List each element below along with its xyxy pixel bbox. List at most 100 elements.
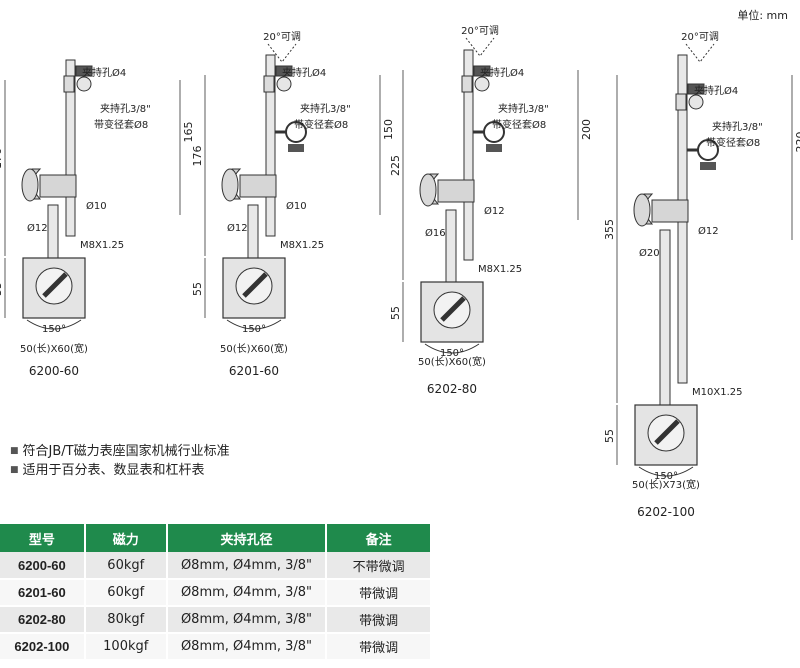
height-upper-label: 220 — [794, 132, 800, 153]
thread-label: M8X1.25 — [280, 240, 324, 251]
rotation-label: 150° — [42, 324, 66, 335]
clamp-hole-38-label: 夹持孔3/8" — [712, 120, 763, 133]
rod-diameter-label: Ø10 — [86, 200, 107, 212]
base-rod-diameter-label: Ø12 — [27, 222, 48, 234]
base-rod — [445, 209, 457, 283]
thumb-wheel-icon — [221, 168, 239, 202]
holder-clamp-icon — [76, 76, 92, 92]
thread-label: M8X1.25 — [478, 264, 522, 275]
cell-model: 6202-100 — [0, 633, 86, 661]
rotation-arc — [424, 343, 480, 354]
base-height-label: 55 — [191, 282, 204, 296]
clamp-hole-label: 夹持孔Ø4 — [282, 66, 326, 79]
fine-adjust-knob-icon — [700, 162, 716, 170]
switch-lever-icon — [440, 296, 466, 322]
thumb-wheel-icon — [633, 193, 651, 227]
knurled-bolt-icon — [75, 65, 93, 77]
cell-clamp: Ø8mm, Ø4mm, 3/8" — [166, 552, 328, 580]
knurled-bolt-icon — [275, 65, 293, 77]
height-upper-label: 165 — [182, 122, 195, 143]
switch-lever-icon — [654, 419, 680, 445]
angle-indicator — [685, 43, 715, 63]
base-rod-diameter-label: Ø16 — [425, 227, 446, 239]
holder-clamp-icon — [688, 94, 704, 110]
holder-clamp-icon — [276, 76, 292, 92]
base-height-label: 55 — [603, 429, 616, 443]
cell-model: 6202-80 — [0, 606, 86, 634]
cell-force: 60kgf — [84, 552, 168, 580]
cross-clamp — [39, 174, 77, 198]
switch-lever-icon — [242, 272, 268, 298]
height-upper-label: 150 — [382, 119, 395, 140]
base-size-label: 50(长)X73(宽) — [632, 478, 700, 491]
height-total-label: 355 — [603, 219, 616, 240]
holder-block — [63, 75, 75, 93]
base-size-label: 50(长)X60(宽) — [220, 342, 288, 355]
vertical-rod — [265, 54, 276, 237]
header-magnetic-force: 磁力 — [84, 524, 168, 552]
base-rod — [47, 204, 59, 259]
angle-label: 20°可调 — [461, 25, 499, 37]
model-label: 6200-60 — [29, 364, 79, 378]
model-label: 6201-60 — [229, 364, 279, 378]
fine-adjust-knob-icon — [288, 144, 304, 152]
table-row: 6202-100 100kgf Ø8mm, Ø4mm, 3/8" 带微调 — [0, 633, 432, 661]
holder-clamp-icon — [474, 76, 490, 92]
thumb-wheel-icon — [419, 173, 437, 207]
rotation-label: 150° — [440, 348, 464, 359]
stand-drawing-6202-100 — [616, 43, 793, 477]
clamp-hole-38-label: 夹持孔3/8" — [498, 102, 549, 115]
base-rod-diameter-label: Ø12 — [227, 222, 248, 234]
base-rod-diameter-label: Ø20 — [639, 247, 660, 259]
knurled-bolt-icon — [473, 65, 491, 77]
holder-block — [675, 93, 687, 111]
vertical-rod — [463, 49, 474, 261]
clamp-hole-label: 夹持孔Ø4 — [480, 66, 524, 79]
table-row: 6200-60 60kgf Ø8mm, Ø4mm, 3/8" 不带微调 — [0, 552, 432, 580]
cross-clamp — [651, 199, 689, 223]
model-label: 6202-100 — [637, 505, 695, 519]
cross-clamp — [239, 174, 277, 198]
height-upper-label: 200 — [580, 119, 593, 140]
fine-adjust-knob-icon — [486, 144, 502, 152]
base-height-label: 55 — [389, 306, 402, 320]
cell-model: 6200-60 — [0, 552, 86, 580]
model-label: 6202-80 — [427, 382, 477, 396]
cell-model: 6201-60 — [0, 579, 86, 607]
rotation-arc — [26, 319, 82, 330]
unit-label: 单位: mm — [737, 9, 788, 22]
thumb-wheel-icon — [21, 168, 39, 202]
cell-remark: 带微调 — [326, 633, 432, 661]
height-total-label: 225 — [389, 155, 402, 176]
vertical-rod — [65, 59, 76, 237]
rod-diameter-label: Ø12 — [698, 225, 719, 237]
holder-block — [461, 75, 473, 93]
table-header-row: 型号 磁力 夹持孔径 备注 — [0, 524, 432, 552]
feature-item: 适用于百分表、数显表和杠杆表 — [10, 461, 230, 480]
angle-label: 20°可调 — [681, 31, 719, 43]
rotation-arc — [226, 319, 282, 330]
base-size-label: 50(长)X60(宽) — [418, 355, 486, 368]
thread-label: M8X1.25 — [80, 240, 124, 251]
spec-table: 型号 磁力 夹持孔径 备注 6200-60 60kgf Ø8mm, Ø4mm, … — [0, 524, 432, 661]
stand-drawing-6202-80 — [402, 37, 579, 354]
sleeve-label: 带变径套Ø8 — [706, 136, 760, 149]
base-rod — [659, 229, 671, 406]
rod-diameter-label: Ø10 — [286, 200, 307, 212]
cell-clamp: Ø8mm, Ø4mm, 3/8" — [166, 606, 328, 634]
clamp-hole-38-label: 夹持孔3/8" — [100, 102, 151, 115]
holder-block — [263, 75, 275, 93]
header-model: 型号 — [0, 524, 86, 552]
switch-lever-icon — [42, 272, 68, 298]
cell-remark: 不带微调 — [326, 552, 432, 580]
cell-clamp: Ø8mm, Ø4mm, 3/8" — [166, 579, 328, 607]
base-height-label: 55 — [0, 282, 4, 296]
header-clamp-hole: 夹持孔径 — [166, 524, 328, 552]
clamp-hole-label: 夹持孔Ø4 — [82, 66, 126, 79]
height-total-label: 176 — [0, 148, 4, 169]
feature-item: 符合JB/T磁力表座国家机械行业标准 — [10, 442, 230, 461]
cell-force: 80kgf — [84, 606, 168, 634]
rotation-arc — [638, 466, 694, 477]
sleeve-label: 带变径套Ø8 — [492, 118, 546, 131]
